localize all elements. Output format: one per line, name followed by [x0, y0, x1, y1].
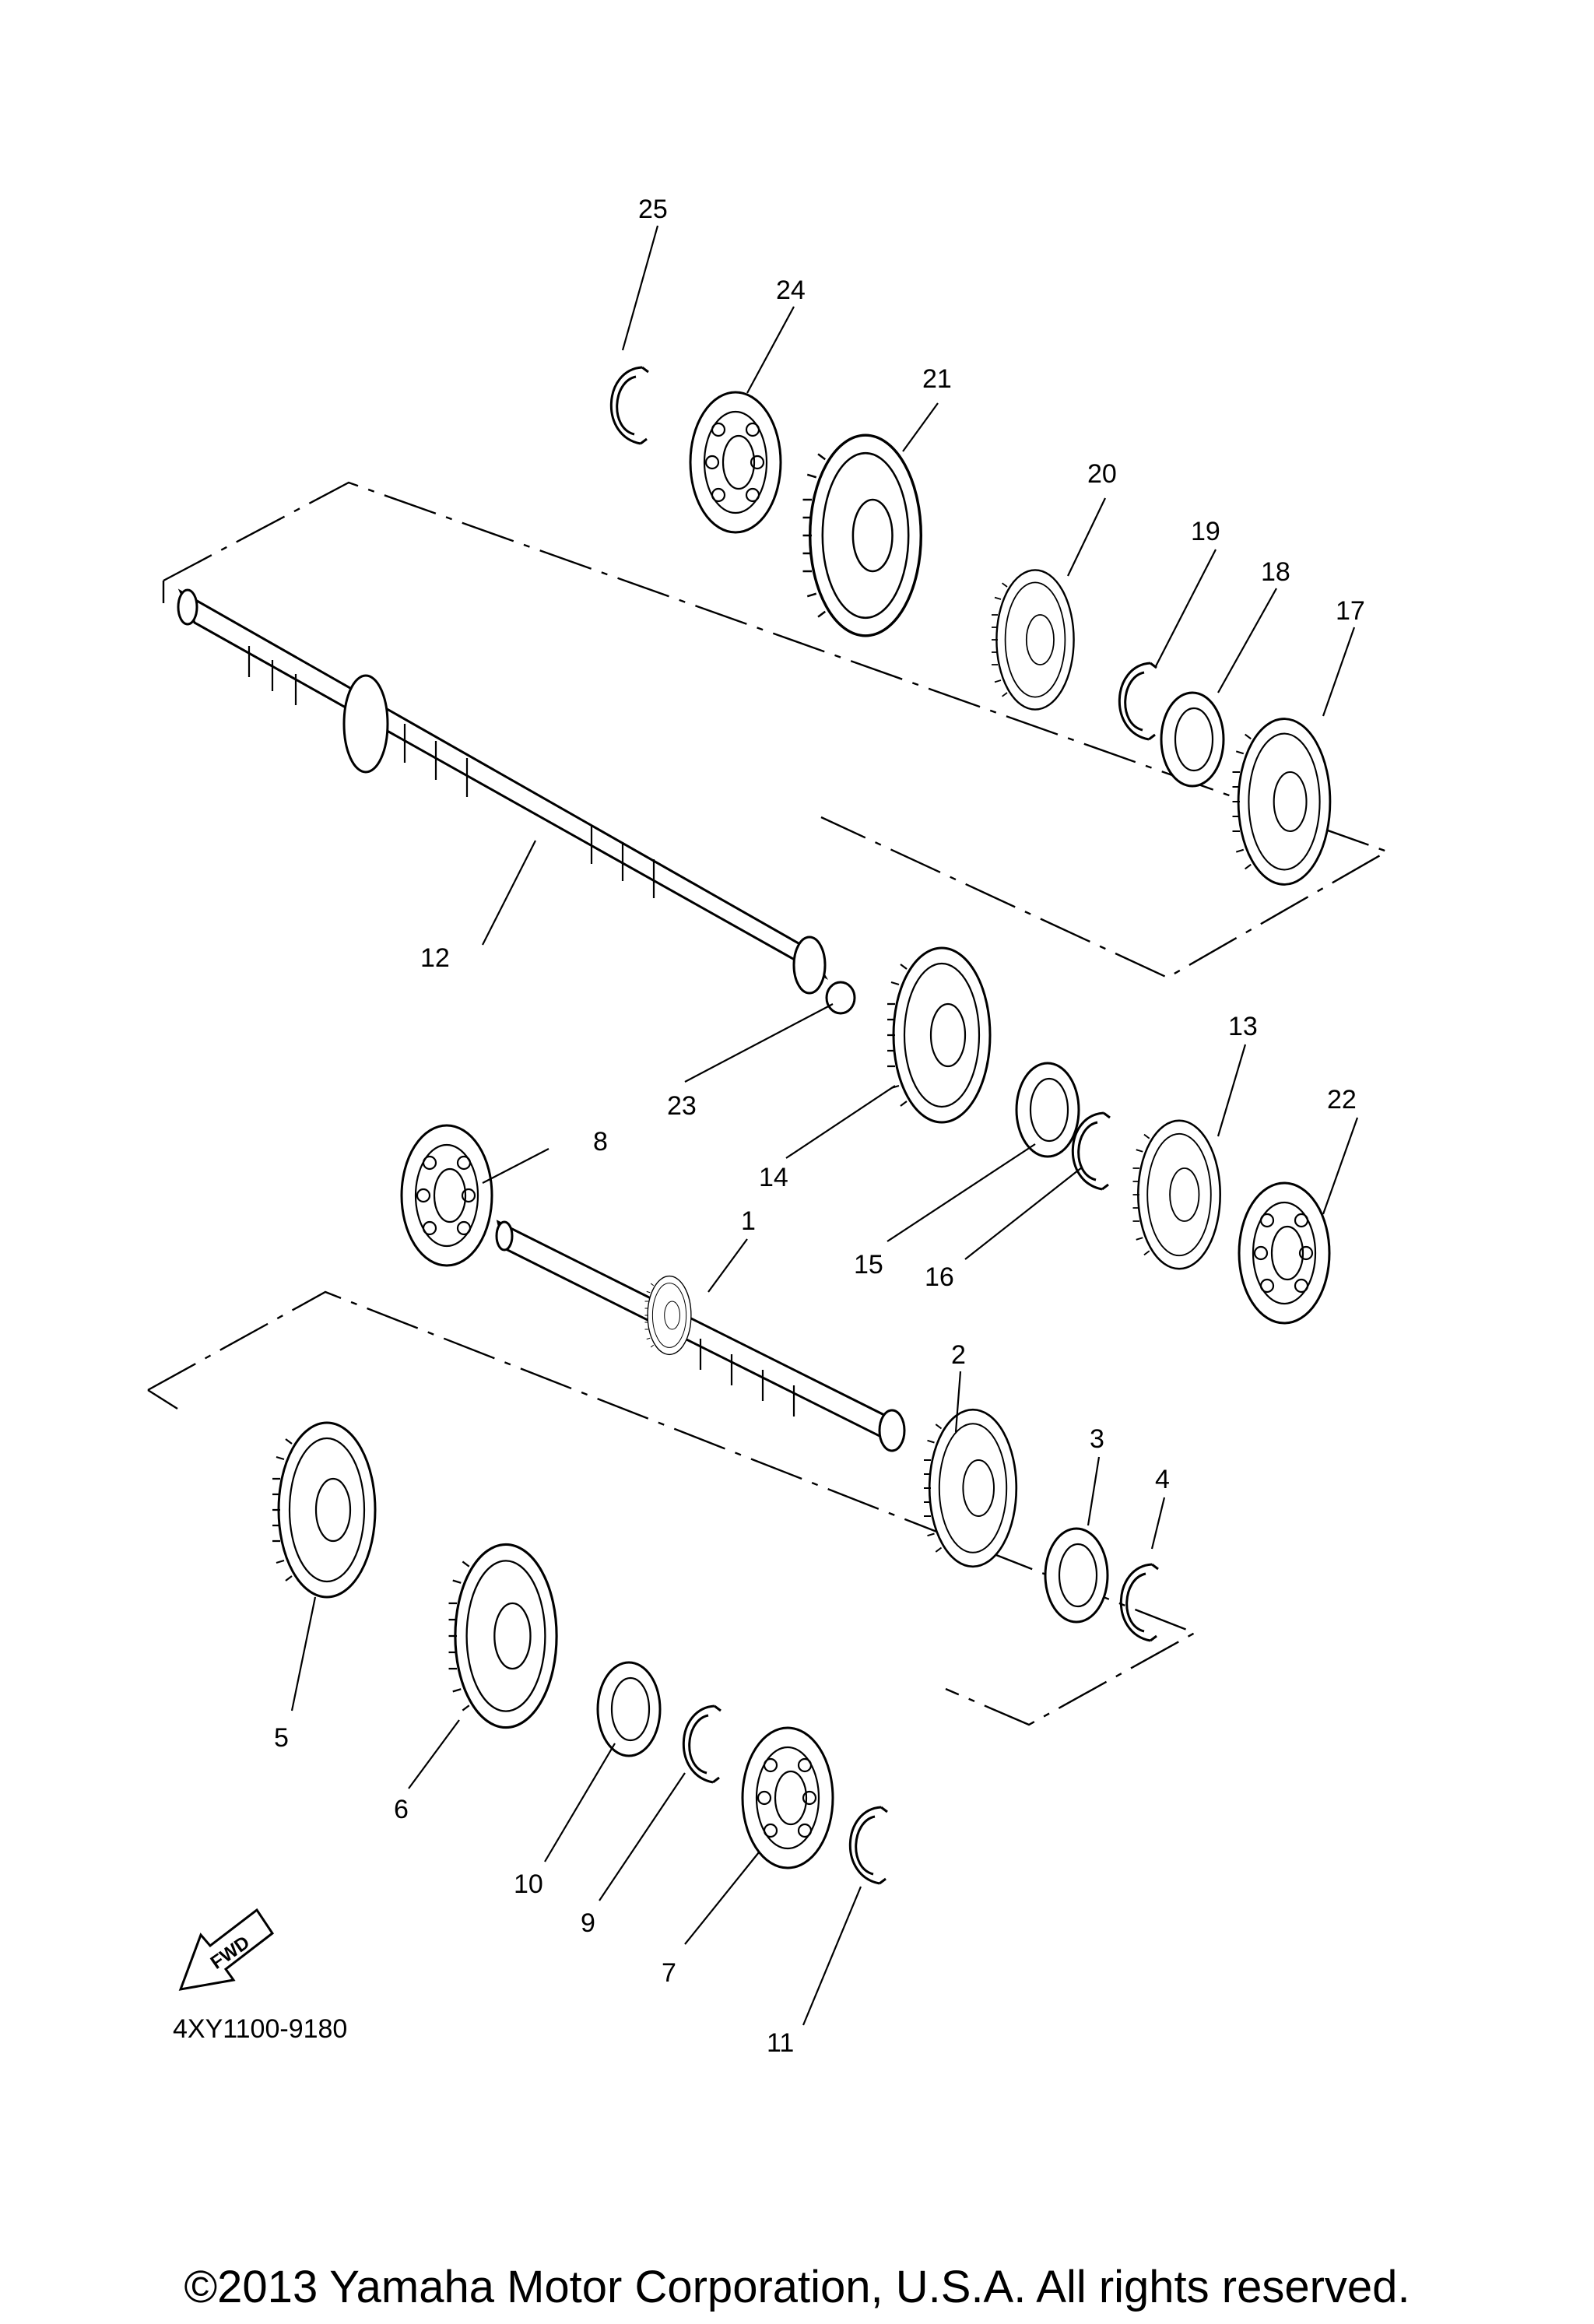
bearing-22 [1238, 1181, 1331, 1325]
callout-17: 17 [1336, 596, 1365, 626]
upper-shaft-assembly [162, 481, 1389, 1015]
gear-20 [990, 569, 1075, 711]
washer-10 [596, 1661, 662, 1757]
callout-3: 3 [1090, 1424, 1104, 1454]
callout-15: 15 [854, 1250, 883, 1280]
callout-19: 19 [1191, 517, 1220, 546]
callout-21: 21 [922, 364, 952, 394]
circlip-9 [682, 1704, 722, 1784]
washer-18 [1160, 691, 1225, 788]
bearing-7 [741, 1726, 834, 1869]
callout-2: 2 [951, 1340, 966, 1370]
collar-23 [825, 981, 856, 1015]
callout-20: 20 [1087, 459, 1117, 489]
callout-12: 12 [420, 943, 450, 973]
callout-6: 6 [394, 1795, 409, 1824]
circlip-11 [848, 1806, 889, 1885]
circlip-25 [609, 366, 650, 445]
gear-5 [271, 1421, 377, 1599]
leader-lines [290, 225, 1359, 2026]
lower-shaft-assembly [147, 1124, 1197, 1885]
bearing-8 [400, 1124, 493, 1267]
callout-18: 18 [1261, 557, 1290, 587]
gear-14 [886, 946, 992, 1124]
copyright-notice: ©2013 Yamaha Motor Corporation, U.S.A. A… [184, 2262, 1410, 2312]
gear-2 [922, 1408, 1018, 1568]
callout-8: 8 [593, 1127, 608, 1157]
circlip-4 [1119, 1563, 1160, 1642]
gear-17 [1231, 718, 1332, 886]
callout-22: 22 [1327, 1085, 1357, 1115]
gear-13 [1132, 1119, 1221, 1270]
circlip-19 [1118, 662, 1158, 741]
diagram-code: 4XY1100-9180 [173, 2014, 347, 2044]
bearing-24 [689, 391, 782, 534]
callout-7: 7 [662, 1958, 676, 1988]
callout-23: 23 [667, 1091, 697, 1121]
callout-5: 5 [274, 1723, 289, 1753]
upper-gears [609, 366, 1332, 1325]
callout-1: 1 [741, 1206, 756, 1236]
fwd-arrow-icon: FWD [178, 1908, 275, 1991]
callout-16: 16 [925, 1262, 954, 1292]
callout-14: 14 [759, 1163, 788, 1192]
gear-6 [447, 1543, 558, 1729]
callout-13: 13 [1228, 1012, 1258, 1041]
washer-15 [1015, 1062, 1080, 1158]
callout-11: 11 [767, 2028, 794, 2058]
callout-4: 4 [1155, 1465, 1170, 1494]
callout-24: 24 [776, 276, 806, 305]
callout-labels: 25 24 21 20 19 18 17 12 23 14 15 16 13 2… [274, 195, 1365, 2058]
callout-10: 10 [514, 1869, 543, 1899]
gear-21 [801, 434, 923, 637]
callout-25: 25 [638, 195, 668, 224]
gear-1 [644, 1275, 692, 1356]
callout-9: 9 [581, 1908, 595, 1938]
washer-3 [1044, 1527, 1109, 1624]
